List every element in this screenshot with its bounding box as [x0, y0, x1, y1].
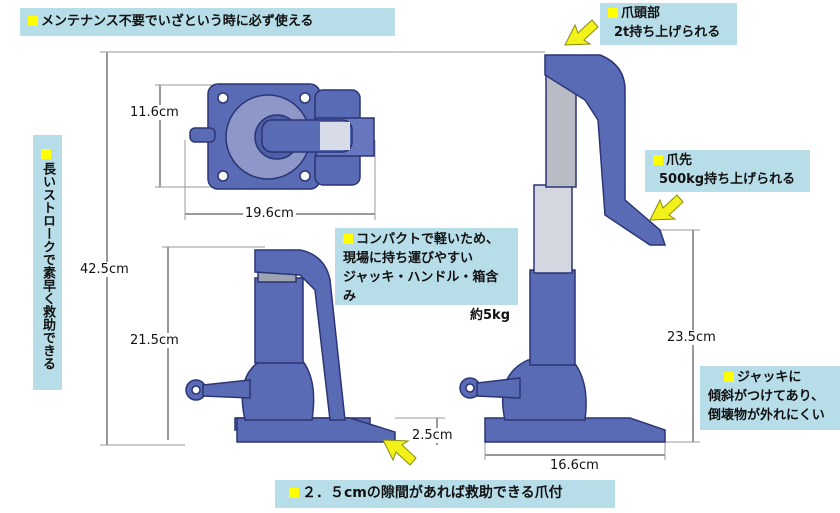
note-line: 2t持ち上げられる	[614, 25, 721, 40]
note-line: 爪頭部	[621, 6, 661, 21]
banner-top-text: メンテナンス不要でいざという時に必ず使える	[41, 14, 314, 29]
side-note-text: 長いストロークで素早く救助できる	[40, 162, 55, 370]
dim-base-width: 16.6cm	[548, 458, 601, 473]
note-line: 約5kg	[470, 308, 510, 323]
note-line: 現場に持ち運びやすい	[343, 251, 474, 266]
arrow-claw-tip	[649, 194, 684, 221]
bullet-icon	[653, 155, 663, 165]
tilt-note: ジャッキに 傾斜がつけてあり、 倒壊物が外れにくい	[700, 366, 840, 430]
dim-total-height: 42.5cm	[78, 262, 131, 277]
bullet-icon	[608, 8, 618, 18]
arrow-claw-head	[564, 19, 599, 46]
dim-top-width: 19.6cm	[243, 206, 296, 221]
bullet-icon	[724, 372, 734, 382]
jack-top-view	[189, 83, 375, 190]
banner-bottom-text: ２．５cmの隙間があれば救助できる爪付	[302, 485, 563, 501]
dim-base-height: 21.5cm	[128, 333, 181, 348]
arrows	[382, 19, 684, 466]
note-line: ジャッキ・ハンドル・箱含み	[343, 270, 499, 304]
compact-note: コンパクトで軽いため、 現場に持ち運びやすい ジャッキ・ハンドル・箱含み 約5k…	[335, 228, 518, 323]
side-note: 長いストロークで素早く救助できる	[33, 135, 62, 390]
claw-tip-note: 爪先 500kg持ち上げられる	[645, 150, 810, 192]
bullet-icon	[289, 488, 299, 498]
arrow-claw-gap	[382, 439, 417, 466]
note-line: 爪先	[666, 153, 693, 168]
bullet-icon	[28, 16, 38, 26]
banner-top: メンテナンス不要でいざという時に必ず使える	[20, 8, 395, 36]
jack-side-view-retracted	[185, 249, 396, 443]
claw-head-note: 爪頭部 2t持ち上げられる	[600, 3, 737, 45]
note-line: コンパクトで軽いため、	[356, 232, 500, 247]
dim-claw-tip-height: 23.5cm	[665, 330, 718, 345]
note-line: 倒壊物が外れにくい	[708, 408, 825, 423]
bullet-icon	[343, 234, 353, 244]
dim-claw-gap: 2.5cm	[410, 428, 455, 443]
bullet-icon	[41, 149, 51, 159]
banner-bottom: ２．５cmの隙間があれば救助できる爪付	[275, 480, 615, 508]
note-line: 500kg持ち上げられる	[659, 172, 796, 187]
note-line: 傾斜がつけてあり、	[708, 389, 825, 404]
jack-side-view-extended	[459, 54, 667, 443]
note-line: ジャッキに	[737, 370, 802, 385]
dim-top-depth: 11.6cm	[128, 105, 181, 120]
